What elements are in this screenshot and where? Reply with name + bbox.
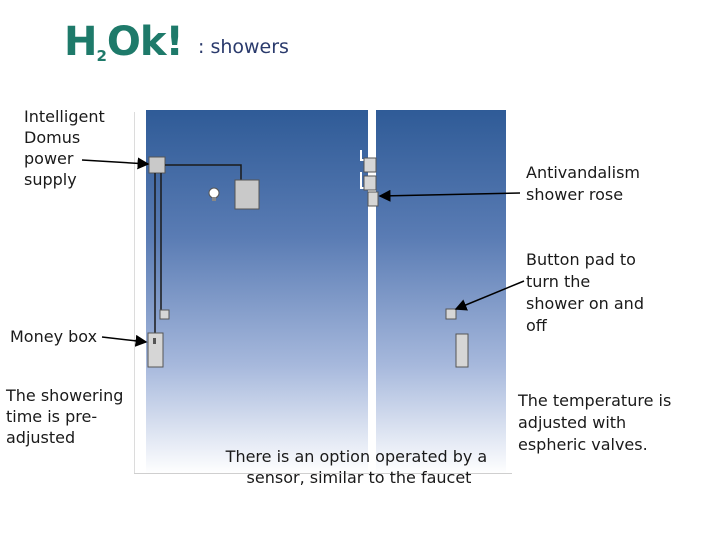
h2ok-logo: H2Ok!: [64, 19, 184, 65]
button-pad-device: [445, 308, 457, 320]
label-power-supply: Intelligent Domus power supply: [24, 107, 110, 189]
label-showering-time: The showering time is pre- adjusted: [5, 386, 128, 447]
arrow-button-pad: [454, 280, 525, 311]
wall-panel-left: [146, 110, 368, 474]
arrow-shower-rose: [378, 189, 521, 202]
control-unit-box: [234, 179, 260, 210]
shower-rose-icon: [363, 157, 379, 207]
wall-edge: [134, 112, 135, 474]
temperature-valve-device: [455, 333, 469, 368]
wiring: [154, 164, 242, 334]
money-box-device: [147, 332, 164, 368]
slide-title: : showers: [198, 36, 289, 58]
floor-line: [134, 473, 512, 474]
label-sensor-option: There is an option operated by a sensor,…: [225, 447, 493, 487]
logo-h: H: [64, 19, 97, 65]
label-button-pad: Button pad to turn the shower on and off: [526, 250, 649, 335]
button-pad-small-left: [159, 309, 170, 320]
logo-ok: Ok!: [106, 19, 184, 65]
logo-subscript-2: 2: [96, 47, 107, 65]
label-money-box: Money box: [10, 327, 97, 346]
arrow-power-supply: [81, 157, 150, 170]
wall-panel-right: [376, 110, 506, 474]
lamp-icon: [208, 187, 220, 201]
arrow-money-box: [101, 334, 148, 347]
power-supply-box: [148, 156, 166, 174]
label-temperature: The temperature is adjusted with espheri…: [517, 391, 676, 454]
label-antivandalism: Antivandalism shower rose: [526, 163, 645, 204]
